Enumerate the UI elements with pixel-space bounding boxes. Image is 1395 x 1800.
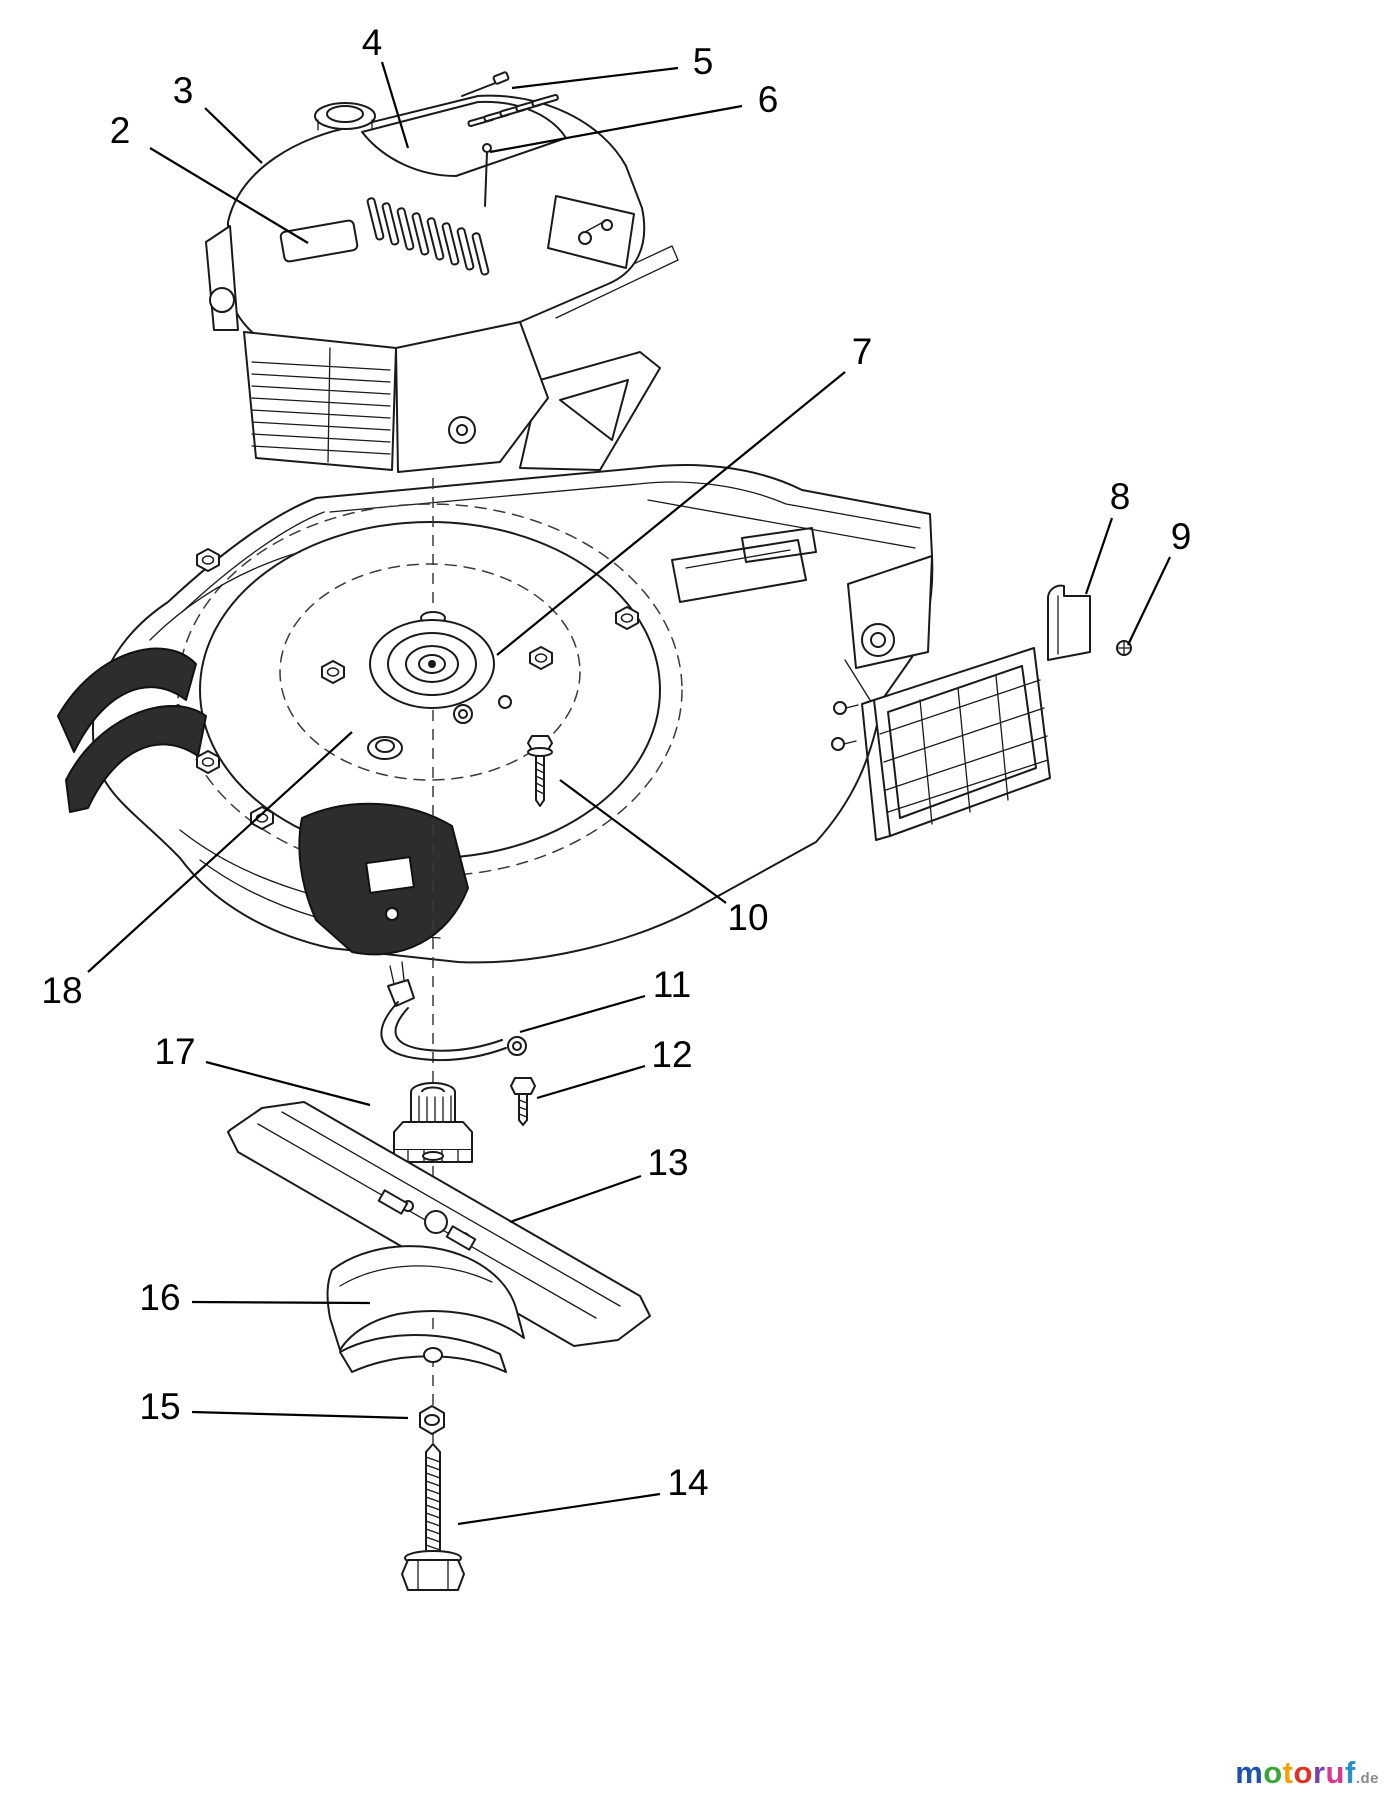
watermark-letter: m — [1235, 1755, 1264, 1790]
callout-15: 15 — [139, 1386, 180, 1427]
callout-3: 3 — [173, 70, 194, 111]
callout-12: 12 — [651, 1034, 692, 1075]
callout-14: 14 — [667, 1462, 708, 1503]
spindle-bolt — [527, 735, 553, 807]
stone-guard — [326, 1245, 525, 1373]
leader-line-2 — [149, 147, 309, 244]
leader-line-11 — [519, 994, 646, 1034]
callout-16: 16 — [139, 1277, 180, 1318]
leader-line-12 — [536, 1064, 646, 1100]
ground-wire — [380, 961, 527, 1062]
callout-7: 7 — [852, 331, 873, 372]
watermark-letter: u — [1325, 1755, 1345, 1790]
leader-line-14 — [457, 1492, 661, 1526]
watermark-letter: o — [1263, 1755, 1283, 1790]
watermark-letter: f — [1344, 1755, 1356, 1790]
discharge-guard — [831, 584, 1132, 841]
blade — [227, 1101, 651, 1347]
leader-line-7 — [496, 371, 846, 656]
watermark-letter: r — [1312, 1755, 1326, 1790]
leader-line-6 — [489, 104, 743, 154]
callout-13: 13 — [647, 1142, 688, 1183]
blade-nut — [419, 1405, 445, 1435]
leader-line-4 — [380, 61, 410, 149]
leader-line-5 — [511, 66, 679, 90]
watermark-letter: o — [1293, 1755, 1313, 1790]
watermark-letter: t — [1282, 1755, 1294, 1790]
blade-bolt — [401, 1443, 465, 1591]
callout-11: 11 — [653, 964, 691, 1005]
leader-line-10 — [559, 779, 727, 904]
callout-9: 9 — [1171, 516, 1192, 557]
callout-2: 2 — [110, 110, 131, 151]
blade-adapter — [393, 1082, 473, 1163]
leader-line-18 — [87, 731, 353, 973]
leader-line-15 — [191, 1410, 409, 1420]
callout-4: 4 — [362, 22, 383, 63]
dipstick-pin — [461, 71, 510, 97]
callout-6: 6 — [758, 79, 779, 120]
shroud-bolt — [482, 143, 492, 207]
watermark-suffix: .de — [1355, 1770, 1379, 1787]
leader-line-17 — [205, 1060, 371, 1107]
leader-line-16 — [191, 1300, 371, 1305]
callouts: 2 3 4 5 6 7 89 10 11 12 13 14 15 16 17 18 — [41, 22, 1192, 1526]
leader-line-8 — [1084, 517, 1114, 595]
leader-line-13 — [509, 1174, 642, 1224]
engine — [205, 71, 679, 473]
wire-screw — [510, 1077, 536, 1126]
callout-18: 18 — [41, 970, 82, 1011]
callout-8: 8 — [1110, 476, 1131, 517]
watermark-logo: motoruf.de — [1235, 1757, 1379, 1788]
leader-line-9 — [1127, 556, 1171, 646]
callout-5: 5 — [693, 41, 714, 82]
callout-10: 10 — [727, 897, 768, 938]
mower-deck — [57, 351, 934, 964]
engine-label-plate — [279, 219, 359, 263]
callout-17: 17 — [154, 1031, 195, 1072]
leader-line-3 — [204, 107, 263, 164]
